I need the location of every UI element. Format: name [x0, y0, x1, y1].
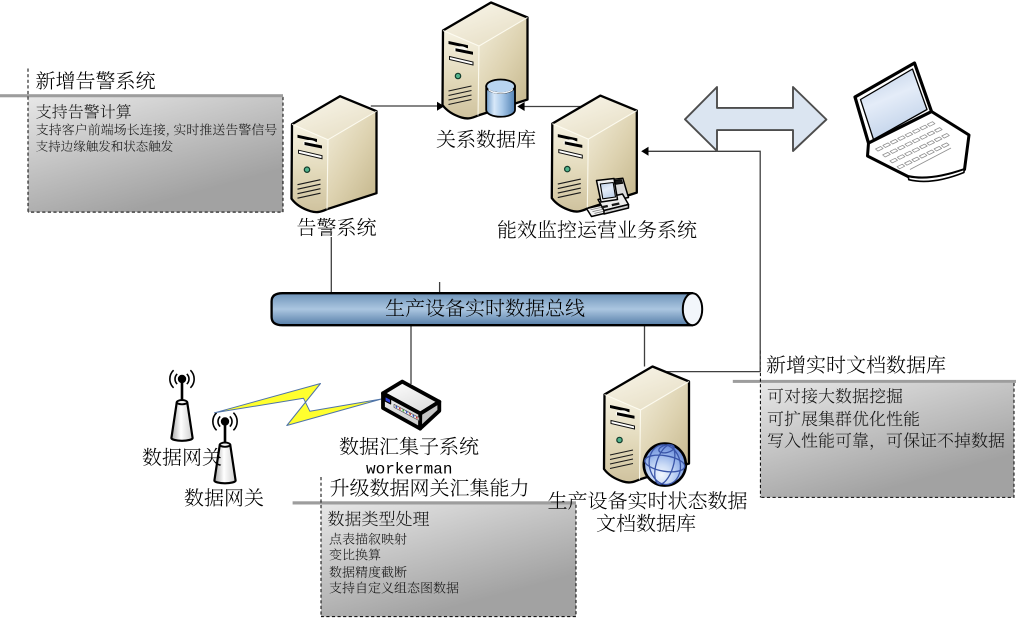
svg-text:workerman: workerman — [366, 461, 452, 479]
